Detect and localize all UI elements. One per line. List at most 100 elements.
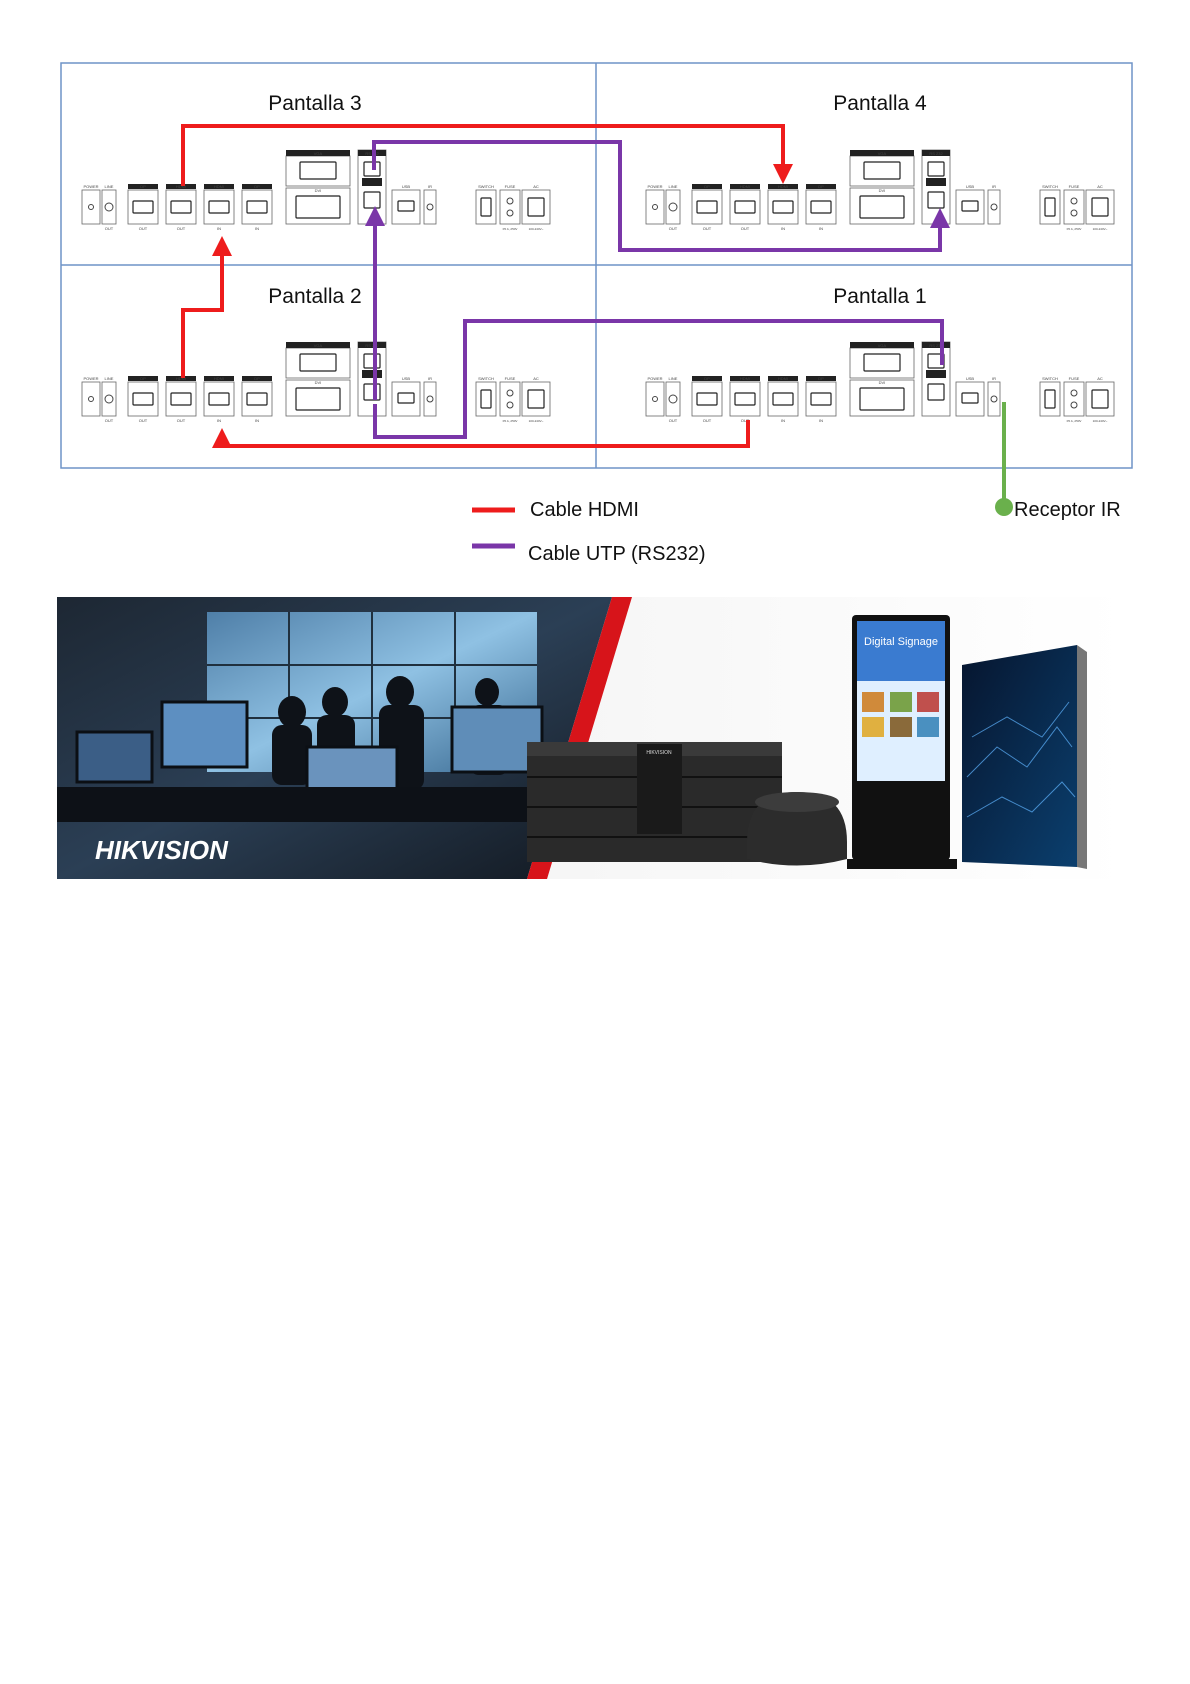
panel-title-1: Pantalla 1	[833, 285, 926, 308]
hdmi-in-port-dir-label: IN	[217, 226, 221, 231]
fuse-label: FUSE	[1069, 376, 1080, 381]
hdmi-cable-p2-to-p3	[181, 236, 232, 378]
ac-socket	[1091, 389, 1109, 409]
vga-label: VGA	[878, 151, 887, 156]
hdmi-out-port-header	[166, 184, 196, 189]
digital-signage-kiosk: Digital Signage	[847, 615, 957, 869]
hdmi-cable-p1-to-p2	[212, 420, 750, 448]
switch-toggle	[480, 197, 492, 217]
hdmi-in-port-dir-label: IN	[217, 418, 221, 423]
rs232-divider	[362, 370, 382, 378]
ac-rating-label: 100-240V~	[1093, 419, 1108, 423]
kiosk-screen-text: Digital Signage	[864, 636, 938, 648]
line-out-label: OUT	[105, 418, 114, 423]
hdmi-out-port-socket	[170, 392, 192, 406]
dp-in-port-dir-label: IN	[255, 418, 259, 423]
power-label: POWER	[647, 376, 662, 381]
line-out-label: OUT	[105, 226, 114, 231]
media-player-device	[747, 792, 847, 866]
dp-in-port-socket	[246, 200, 268, 214]
hdmi-in-port-label: HDMI	[778, 376, 788, 381]
switch-label: SWITCH	[1042, 184, 1058, 189]
hdmi-in-port-header	[768, 184, 798, 189]
audio-jack-icon	[104, 394, 114, 404]
dp-out-port-label: DP	[704, 376, 710, 381]
dp-out-port-socket	[696, 200, 718, 214]
switch-toggle	[480, 389, 492, 409]
dp-out-port-label: DP	[140, 184, 146, 189]
panel-title-2: Pantalla 2	[268, 285, 361, 308]
hdmi-in-port-label: HDMI	[214, 184, 224, 189]
fuse-label: FUSE	[505, 376, 516, 381]
vga-label: VGA	[878, 343, 887, 348]
dp-out-port-label: DP	[140, 376, 146, 381]
power-label: POWER	[83, 184, 98, 189]
vga-header	[286, 342, 350, 348]
dp-out-port-socket	[132, 392, 154, 406]
dp-out-port-socket	[696, 392, 718, 406]
legend-utp-label: Cable UTP (RS232)	[528, 543, 705, 565]
dvi-label: DVI	[315, 188, 322, 193]
ir-label: IR	[428, 376, 432, 381]
ac-label: AC	[533, 184, 539, 189]
dp-in-port-label: DP	[254, 184, 260, 189]
hdmi-out-port-label: HDMI	[176, 184, 186, 189]
hdmi-out-port-socket	[734, 392, 756, 406]
dp-in-port-dir-label: IN	[819, 418, 823, 423]
fuse-rating-label: F5 A, 250V	[503, 227, 518, 231]
panel-title-3: Pantalla 3	[268, 92, 361, 115]
switch-label: SWITCH	[478, 376, 494, 381]
fuse-label: FUSE	[1069, 184, 1080, 189]
power-button-icon	[88, 396, 94, 402]
switch-label: SWITCH	[1042, 376, 1058, 381]
dvi-label: DVI	[879, 380, 886, 385]
vga-header	[850, 342, 914, 348]
led-wall-panel	[962, 645, 1087, 869]
fuse-port	[499, 381, 521, 417]
ac-socket	[1091, 197, 1109, 217]
ac-label: AC	[533, 376, 539, 381]
power-label: POWER	[647, 184, 662, 189]
hdmi-out-port-dir-label: OUT	[177, 418, 186, 423]
fuse-rating-label: F5 A, 250V	[1067, 227, 1082, 231]
fuse-label: FUSE	[505, 184, 516, 189]
line-label: LINE	[105, 184, 114, 189]
usb-socket	[961, 392, 979, 404]
vga-header	[850, 150, 914, 156]
power-button-icon	[652, 204, 658, 210]
dvi-label: DVI	[315, 380, 322, 385]
dp-in-port-socket	[810, 200, 832, 214]
hdmi-out-port-dir-label: OUT	[177, 226, 186, 231]
fuse-rating-label: F5 A, 250V	[503, 419, 518, 423]
hdmi-out-port-header	[730, 376, 760, 381]
legend-hdmi-label: Cable HDMI	[530, 499, 639, 521]
ir-jack-icon	[990, 203, 998, 211]
rs232-port	[357, 341, 387, 417]
fuse-top-icon	[1070, 197, 1078, 205]
switch-toggle	[1044, 197, 1056, 217]
audio-jack-icon	[104, 202, 114, 212]
dp-out-port-header	[128, 184, 158, 189]
hdmi-in-port-dir-label: IN	[781, 418, 785, 423]
rack-device-brand: HIKVISION	[646, 750, 672, 756]
panel-title-4: Pantalla 4	[833, 92, 927, 115]
legend-ir-label: Receptor IR	[1014, 499, 1121, 521]
hdmi-out-port-dir-label: OUT	[741, 226, 750, 231]
hdmi-in-port-header	[204, 184, 234, 189]
usb-label: USB	[402, 376, 411, 381]
dp-out-port-dir-label: OUT	[139, 418, 148, 423]
hdmi-out-port-label: HDMI	[740, 376, 750, 381]
fuse-bottom-icon	[506, 401, 514, 409]
ac-rating-label: 100-240V~	[529, 419, 544, 423]
hdmi-out-port-label: HDMI	[176, 376, 186, 381]
hdmi-out-port-dir-label: OUT	[741, 418, 750, 423]
fuse-top-icon	[506, 389, 514, 397]
line-label: LINE	[105, 376, 114, 381]
utp-cable-p3-to-p4	[372, 140, 950, 252]
rs232-header	[922, 150, 950, 156]
product-banner: HIKVISION HIKVISION Digital Signage	[57, 597, 1129, 879]
dvi-socket	[295, 387, 341, 411]
vga-header	[286, 150, 350, 156]
